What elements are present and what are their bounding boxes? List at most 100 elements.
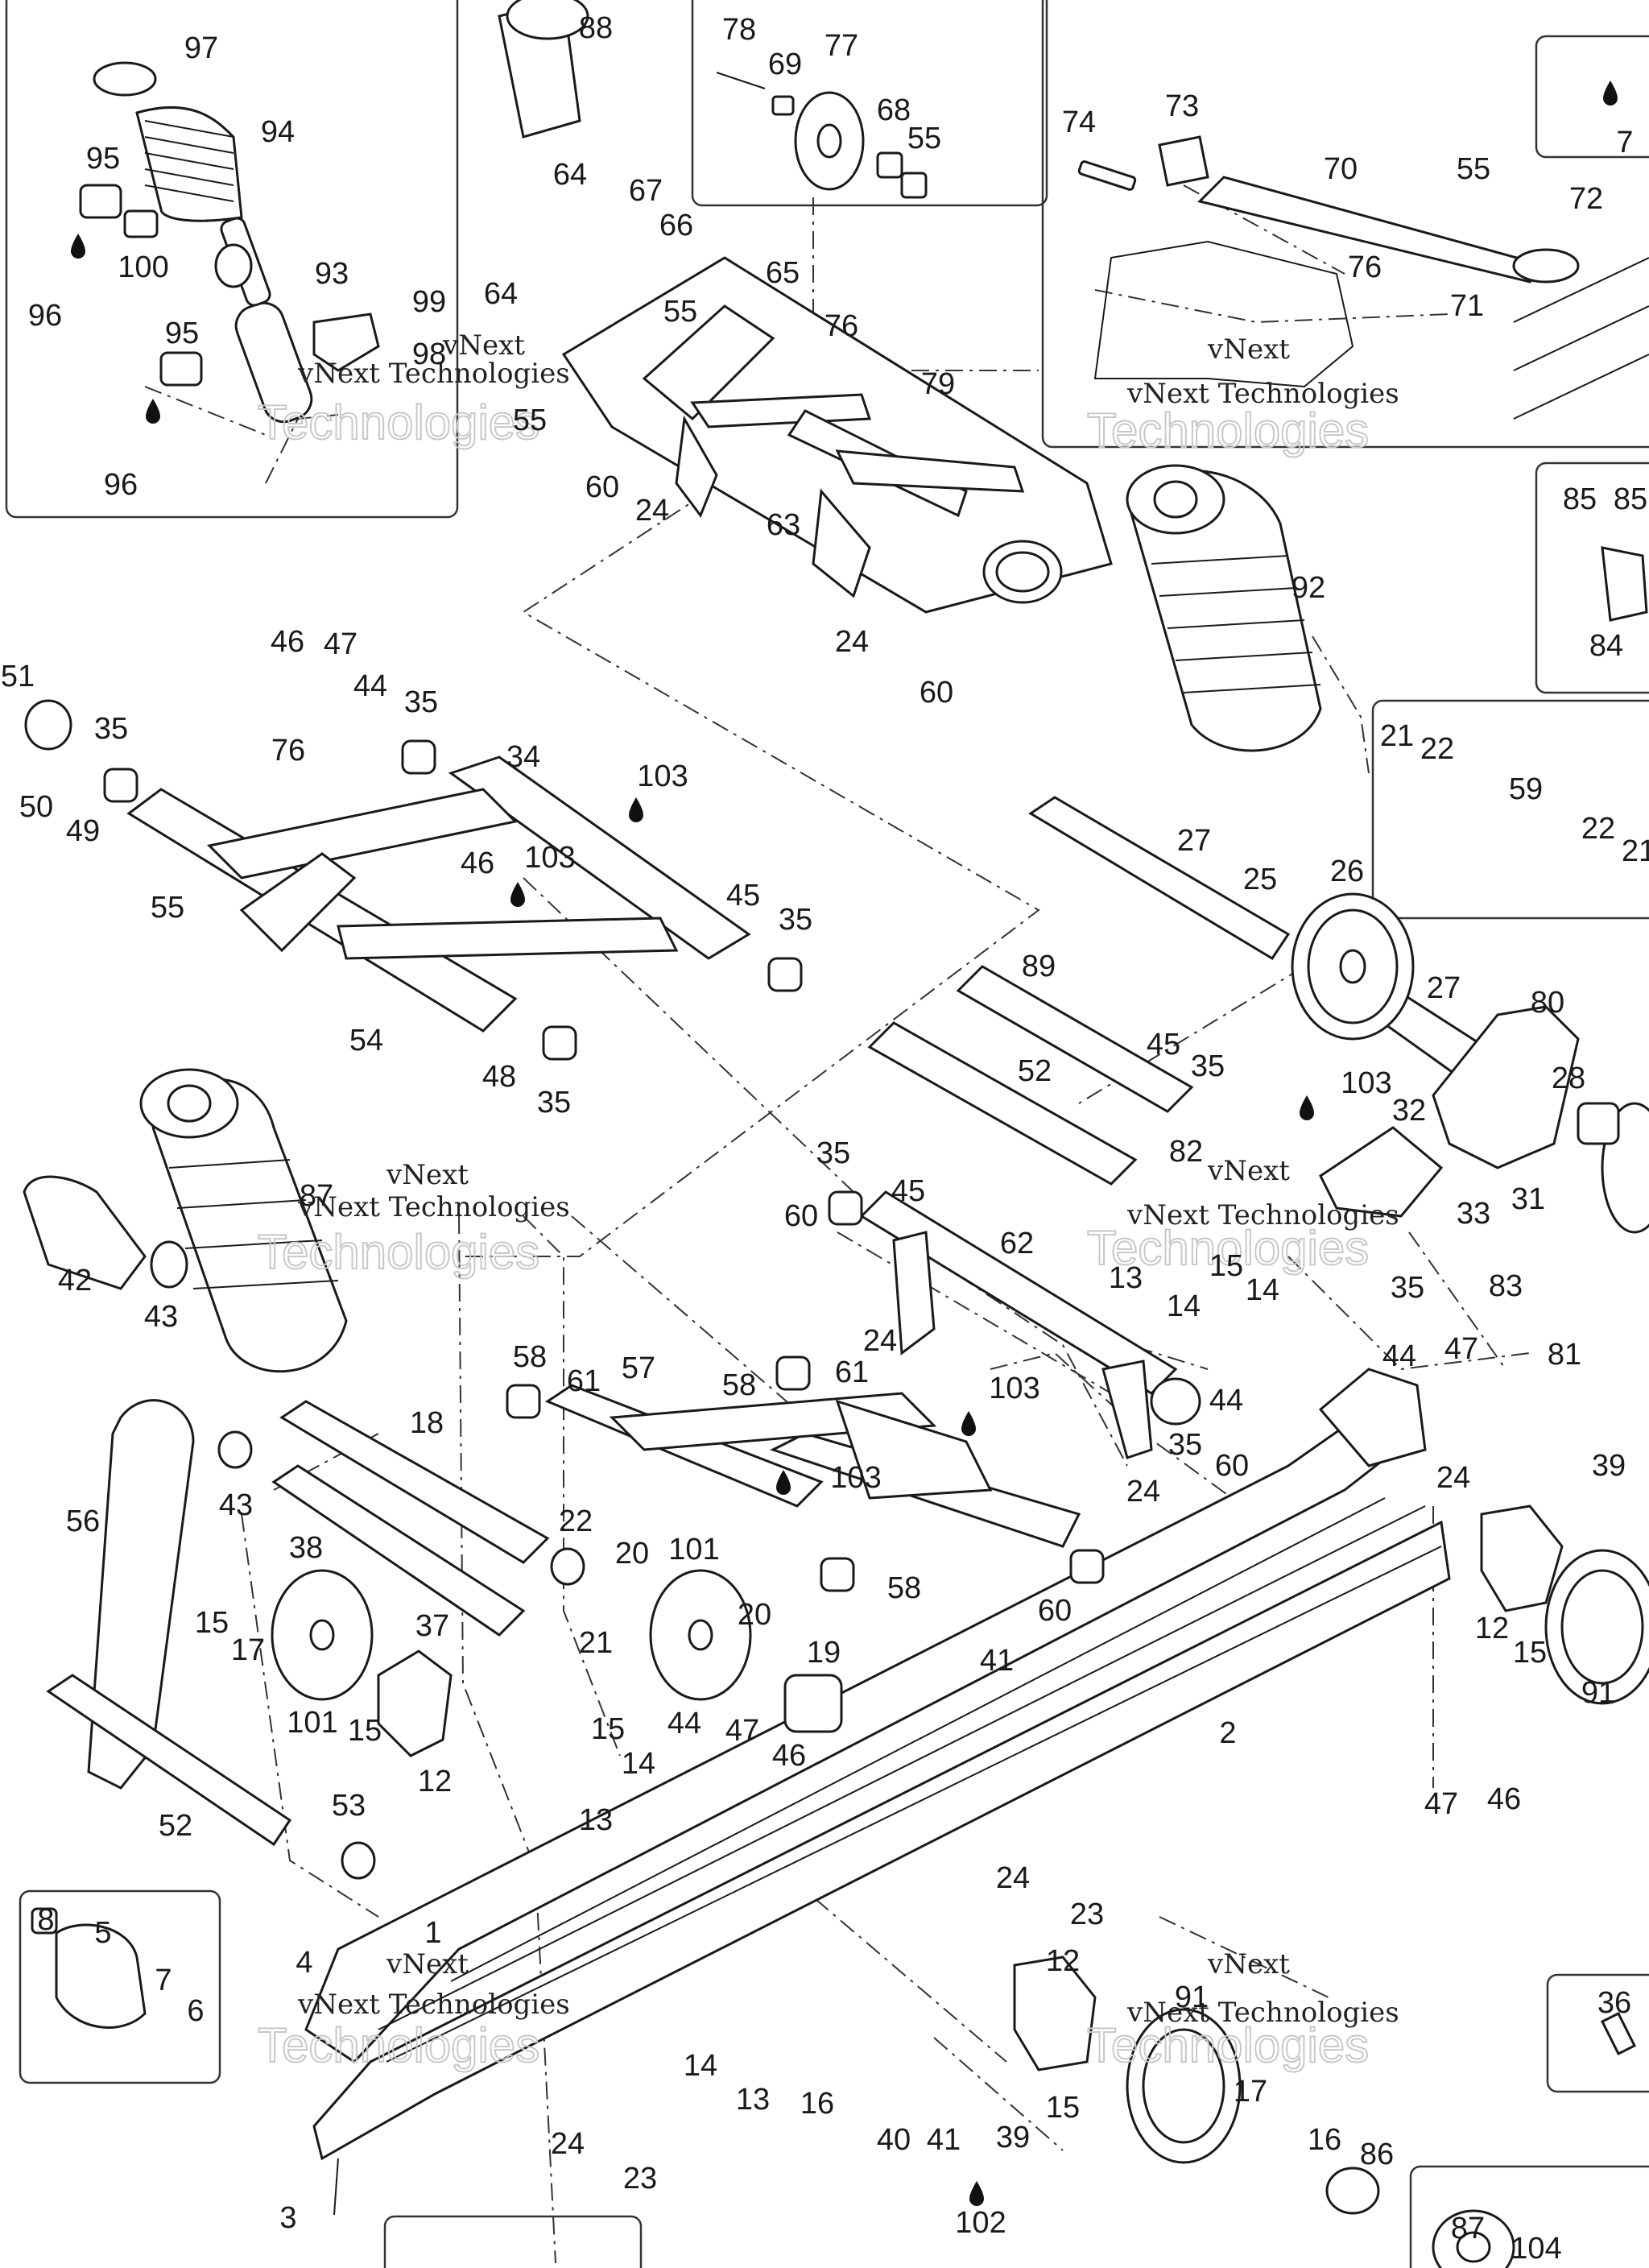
part-callout: 92 xyxy=(1292,571,1325,605)
part-callout: 47 xyxy=(324,627,357,661)
part-callout: 39 xyxy=(1592,1449,1626,1483)
grease-drop-icon xyxy=(961,1411,976,1436)
part-callout: 41 xyxy=(927,2123,961,2157)
part-callout: 24 xyxy=(1126,1475,1160,1509)
part-callout: 74 xyxy=(1062,106,1096,139)
part-callout: 4 xyxy=(295,1946,312,1980)
part-callout: 7 xyxy=(155,1964,172,1997)
part-callout: 58 xyxy=(722,1368,756,1402)
part-callout: 104 xyxy=(1511,2232,1561,2266)
part-callout: 103 xyxy=(524,841,575,875)
part-callout: 58 xyxy=(513,1340,547,1374)
part-callout: 36 xyxy=(1597,1986,1631,2020)
grease-drop-icon xyxy=(71,234,85,259)
part-callout: 12 xyxy=(1475,1612,1509,1645)
grease-drop-icon xyxy=(510,882,525,907)
part-callout: 17 xyxy=(1234,2075,1267,2109)
part-callout: 68 xyxy=(877,93,911,127)
part-callout: 48 xyxy=(482,1060,516,1094)
part-callout: 103 xyxy=(830,1461,881,1495)
part-callout: 12 xyxy=(1046,1944,1080,1978)
part-callout: 76 xyxy=(271,734,305,768)
slide-rails xyxy=(304,1368,1451,2161)
watermark-line2: vNext Technologies xyxy=(1126,378,1399,410)
part-callout: 22 xyxy=(559,1504,593,1538)
part-callout: 70 xyxy=(1324,152,1358,186)
part-callout: 50 xyxy=(19,790,53,824)
part-callout: 52 xyxy=(1018,1054,1052,1088)
watermark-line3: Technologies xyxy=(1087,404,1369,457)
part-callout: 25 xyxy=(1243,863,1277,896)
part-callout: 45 xyxy=(726,879,760,913)
part-callout: 35 xyxy=(404,685,438,719)
part-callout: 47 xyxy=(1424,1787,1458,1821)
part-callout: 103 xyxy=(637,759,688,793)
part-callout: 19 xyxy=(807,1636,841,1670)
part-callout: 97 xyxy=(184,31,218,65)
part-callout: 65 xyxy=(766,256,800,290)
part-callout: 78 xyxy=(722,13,756,47)
part-callout: 38 xyxy=(289,1531,323,1565)
grease-drop-icon xyxy=(969,2181,984,2206)
watermark-line2: vNext Technologies xyxy=(1126,1997,1399,2029)
watermark-line2: vNext Technologies xyxy=(297,358,570,390)
part-callout: 15 xyxy=(195,1606,229,1640)
part-callout: 20 xyxy=(738,1598,771,1632)
part-callout: 99 xyxy=(412,285,446,319)
part-callout: 47 xyxy=(725,1714,759,1748)
part-callout: 44 xyxy=(353,669,387,703)
part-callout: 76 xyxy=(824,309,858,343)
part-callout: 60 xyxy=(1215,1449,1249,1483)
part-callout: 60 xyxy=(1038,1594,1072,1628)
part-callout: 103 xyxy=(1341,1066,1391,1100)
part-callout: 14 xyxy=(684,2049,717,2083)
part-callout: 62 xyxy=(1000,1227,1034,1260)
part-callout: 7 xyxy=(1616,126,1633,159)
part-callout: 21 xyxy=(579,1626,613,1660)
part-callout: 72 xyxy=(1569,182,1603,216)
part-callout: 81 xyxy=(1548,1338,1581,1372)
watermark-line3: Technologies xyxy=(1087,2018,1369,2072)
part-callout: 52 xyxy=(159,1809,192,1843)
part-callout: 45 xyxy=(1147,1028,1180,1062)
inset-hardware xyxy=(31,546,1648,2268)
part-callout: 16 xyxy=(1308,2123,1341,2157)
part-callout: 46 xyxy=(461,846,494,880)
part-callout: 67 xyxy=(629,174,663,208)
part-callout: 45 xyxy=(891,1174,925,1208)
part-callout: 24 xyxy=(1436,1461,1470,1495)
part-callout: 35 xyxy=(1391,1271,1424,1305)
part-callout: 87 xyxy=(1451,2212,1485,2245)
part-callout: 95 xyxy=(86,142,120,176)
part-callout: 47 xyxy=(1444,1332,1478,1366)
part-callout: 40 xyxy=(877,2123,911,2157)
part-callout: 24 xyxy=(551,2127,585,2161)
part-callout: 82 xyxy=(1169,1135,1203,1169)
part-callout: 61 xyxy=(835,1355,869,1389)
watermark-line1: vNext xyxy=(386,1948,469,1980)
watermark-line2: vNext Technologies xyxy=(297,1191,570,1223)
watermark-line3: Technologies xyxy=(258,1225,539,1279)
part-callout: 85 xyxy=(1563,482,1597,516)
part-callout: 64 xyxy=(484,277,518,311)
part-callout: 51 xyxy=(1,660,35,693)
grease-drop-icon xyxy=(1300,1095,1314,1120)
part-callout: 22 xyxy=(1581,812,1615,846)
part-callout: 60 xyxy=(920,676,953,710)
part-callout: 21 xyxy=(1380,719,1414,753)
center-shock-92 xyxy=(1126,464,1322,752)
rear-shock-top-left xyxy=(79,61,380,424)
watermark-line3: Technologies xyxy=(1087,1221,1369,1275)
grease-drop-icon xyxy=(629,797,643,822)
part-callout: 96 xyxy=(28,299,62,333)
part-callout: 77 xyxy=(824,29,858,63)
part-callout: 20 xyxy=(615,1537,649,1571)
part-callout: 31 xyxy=(1511,1182,1545,1216)
assembly-leader-lines xyxy=(144,184,1531,2264)
watermark-line1: vNext xyxy=(1207,1155,1290,1187)
part-callout: 55 xyxy=(1457,152,1490,186)
part-callout: 98 xyxy=(412,337,446,371)
part-callout: 87 xyxy=(300,1179,333,1213)
part-callout: 88 xyxy=(579,11,613,45)
